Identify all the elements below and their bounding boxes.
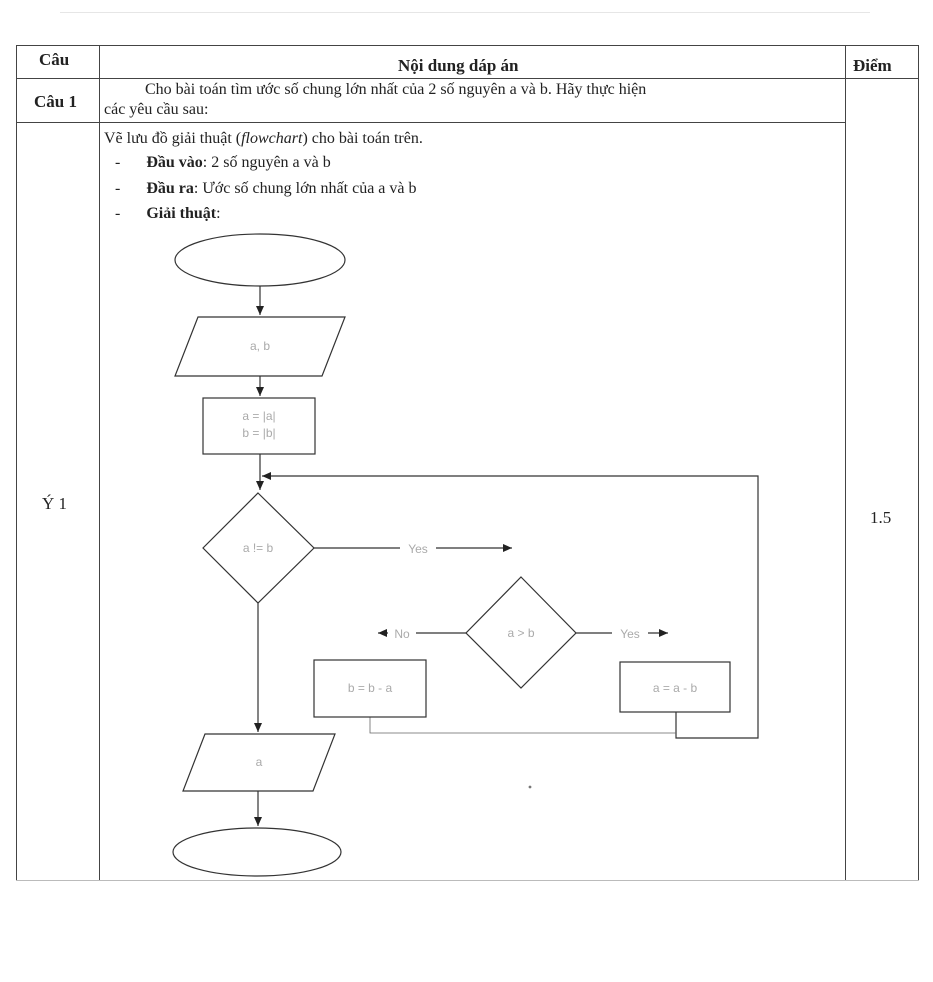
- task-intro-pre: Vẽ lưu đồ giải thuật (: [104, 130, 242, 147]
- bullet-label-dau-vao: Đầu vào: [146, 154, 203, 171]
- bullet-dash: -: [115, 205, 121, 222]
- task-intro-post: ) cho bài toán trên.: [302, 130, 423, 147]
- task-intro-flowchart: flowchart: [241, 130, 303, 147]
- table-border-right: [918, 45, 919, 880]
- process-a-label: a = a - b: [653, 681, 698, 695]
- table-border-left: [16, 45, 17, 880]
- yes-label-2: Yes: [620, 627, 640, 641]
- input-parallelogram: [174, 316, 346, 377]
- table-border-bottom: [16, 880, 919, 881]
- table-border-top: [16, 45, 919, 46]
- bullet-dash: -: [115, 154, 121, 171]
- header-diem: Điểm: [853, 56, 892, 75]
- process-b-box: [313, 659, 427, 718]
- bullet-dash: -: [115, 180, 121, 197]
- question-line-1: Cho bài toán tìm ước số chung lớn nhất c…: [145, 81, 647, 98]
- table-border-header: [16, 78, 919, 79]
- bullet-algorithm: - Giải thuật:: [115, 205, 221, 223]
- process-a-box: [619, 661, 731, 713]
- bullet-output: - Đầu ra: Ước số chung lớn nhất của a và…: [115, 180, 417, 198]
- decision-gt: [465, 576, 577, 689]
- bullet-input: - Đầu vào: 2 số nguyên a và b: [115, 154, 331, 172]
- start-terminal: [174, 233, 346, 287]
- input-label: a, b: [250, 339, 270, 353]
- connector-loop-left: [369, 717, 676, 734]
- header-noi-dung: Nội dung dáp án: [398, 56, 519, 75]
- task-intro: Vẽ lưu đồ giải thuật (flowchart) cho bài…: [104, 130, 423, 148]
- output-parallelogram: [182, 733, 336, 792]
- table-border-col1: [99, 45, 100, 880]
- score-value: 1.5: [870, 508, 892, 527]
- row-label-cau-1: Câu 1: [34, 92, 77, 111]
- bullet-text-giai-thuat: :: [216, 205, 221, 222]
- bullet-label-giai-thuat: Giải thuật: [146, 205, 217, 222]
- decision-neq-label: a != b: [243, 541, 274, 555]
- end-terminal: [172, 827, 342, 877]
- yes-label-1: Yes: [408, 542, 428, 556]
- process-abs-line-1: a = |a|: [242, 409, 275, 423]
- process-abs-box: [202, 397, 316, 455]
- process-abs-line-2: b = |b|: [242, 426, 275, 440]
- bullet-text-dau-vao: : 2 số nguyên a và b: [202, 154, 331, 171]
- output-label: a: [256, 755, 263, 769]
- table-border-col2: [845, 45, 846, 880]
- row-label-y-1: Ý 1: [42, 494, 68, 513]
- header-cau: Câu: [39, 50, 70, 69]
- decision-gt-label: a > b: [507, 626, 534, 640]
- scan-speck: [528, 785, 532, 789]
- process-b-label: b = b - a: [348, 681, 393, 695]
- question-line-2: các yêu cầu sau:: [104, 101, 209, 118]
- bullet-label-dau-ra: Đầu ra: [146, 180, 194, 197]
- bullet-text-dau-ra: : Ước số chung lớn nhất của a và b: [193, 180, 417, 197]
- connector-loop-back: [262, 472, 759, 739]
- no-label: No: [394, 627, 410, 641]
- table-border-row1: [16, 122, 846, 123]
- top-divider: [60, 12, 870, 13]
